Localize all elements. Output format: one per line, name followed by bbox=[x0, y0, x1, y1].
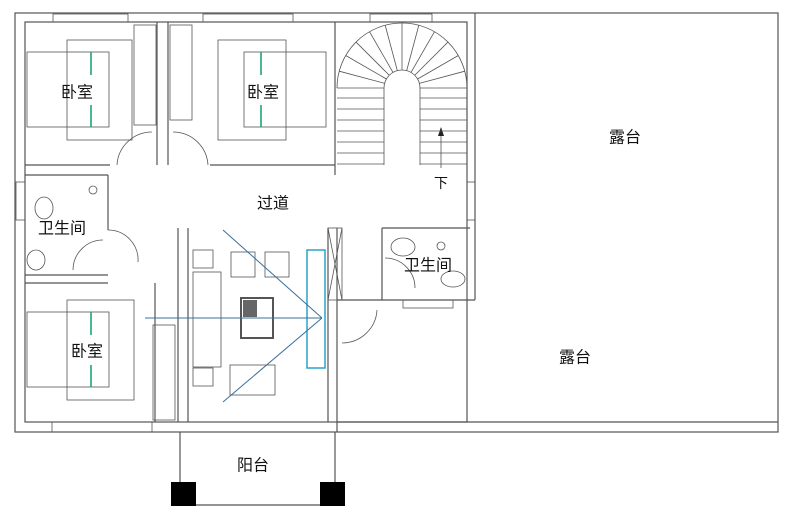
wardrobes bbox=[133, 24, 193, 421]
stair-tread bbox=[339, 70, 385, 84]
room-label-terrace-upper: 露台 bbox=[609, 128, 641, 147]
stairs-down-label: 下 bbox=[434, 176, 448, 192]
room-label-bedroom-2: 卧室 bbox=[247, 83, 279, 102]
room-label-balcony: 阳台 bbox=[237, 456, 269, 475]
stair-tread bbox=[355, 41, 390, 76]
bed-2 bbox=[217, 39, 327, 141]
stair-tread bbox=[384, 25, 398, 71]
room-label-bedroom-3: 卧室 bbox=[71, 342, 103, 361]
stair-tread bbox=[406, 25, 420, 71]
column bbox=[320, 482, 345, 506]
living-furniture bbox=[145, 227, 343, 403]
outer-walls bbox=[14, 12, 779, 433]
bed-3 bbox=[26, 299, 135, 401]
column bbox=[171, 482, 196, 506]
stair-tread bbox=[369, 31, 394, 73]
stair-tread bbox=[410, 31, 435, 73]
stair-tread bbox=[417, 55, 459, 80]
room-label-corridor: 过道 bbox=[257, 194, 289, 213]
room-label-terrace-lower: 露台 bbox=[559, 348, 591, 367]
room-label-bathroom-right: 卫生间 bbox=[404, 256, 452, 275]
stair-tread bbox=[414, 41, 449, 76]
bed-1 bbox=[26, 39, 133, 141]
stair-tread bbox=[345, 55, 387, 80]
bathroom-fixtures bbox=[26, 185, 466, 288]
stair-tread bbox=[419, 70, 465, 84]
spiral-staircase bbox=[336, 22, 468, 168]
balcony bbox=[171, 432, 345, 506]
room-label-bedroom-1: 卧室 bbox=[61, 83, 93, 102]
room-label-bathroom-left: 卫生间 bbox=[38, 219, 86, 238]
